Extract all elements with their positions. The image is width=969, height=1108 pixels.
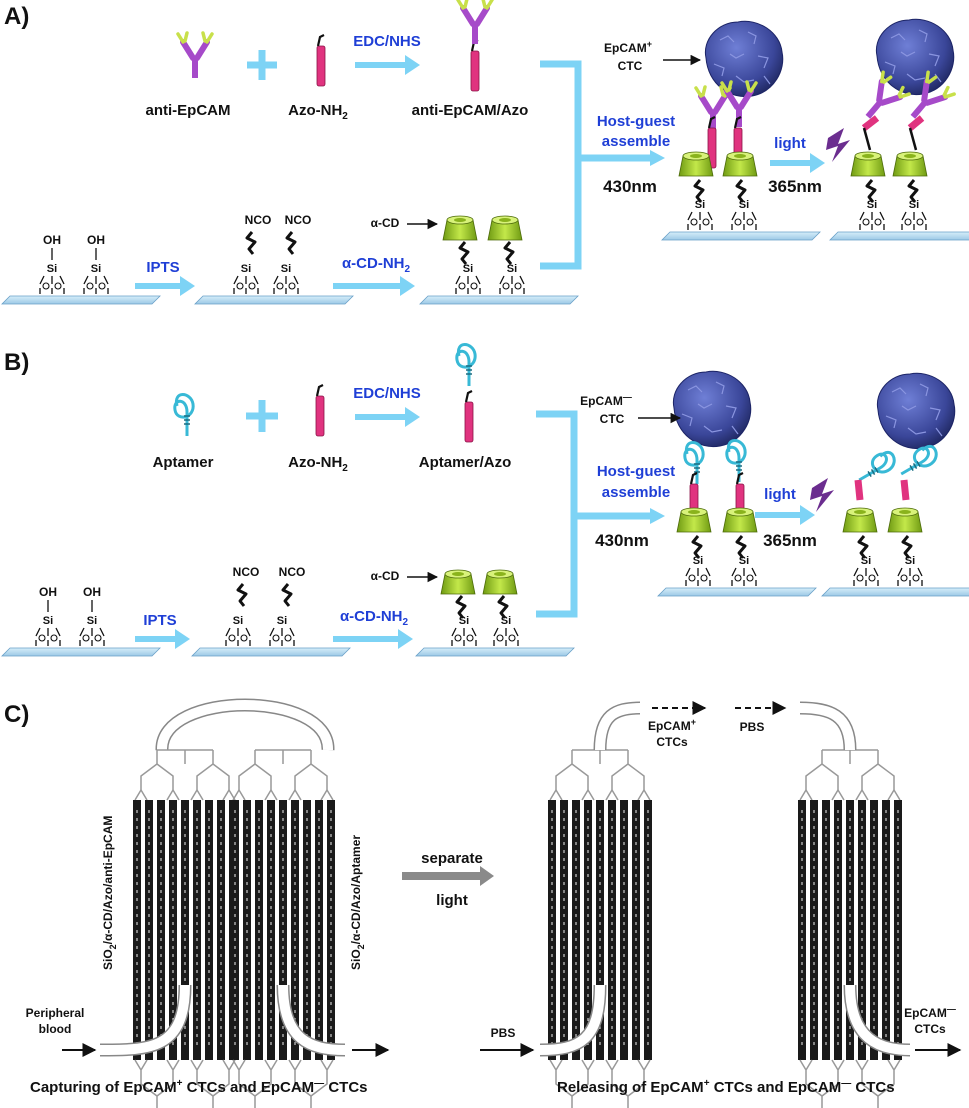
panel-c-tag: C) (4, 701, 29, 728)
cell-label: EpCAM (580, 394, 623, 408)
outlet-tube (278, 984, 346, 1055)
anti-epcam-label: anti-EpCAM (146, 102, 231, 119)
capture-chip-2 (230, 749, 336, 1108)
inlet-tube (539, 984, 605, 1055)
svg-text:EpCAM+: EpCAM+ (648, 717, 696, 733)
cd-reagent-label: α-CD-NH (340, 608, 403, 625)
release-caption: Releasing of EpCAM+ CTCs and EpCAM— CTCs (557, 1078, 895, 1096)
subscript: 2 (342, 111, 348, 122)
anti-epcam-icon (178, 33, 212, 78)
wavelength-430: 430nm (595, 531, 649, 550)
ctcs-label: CTCs (914, 1022, 946, 1036)
light-arrow (755, 505, 815, 525)
azo-nh2-icon (315, 33, 327, 88)
inlet-tube (799, 703, 855, 751)
pbs-top-label: PBS (740, 720, 765, 734)
reaction-arrow (333, 629, 413, 649)
host-guest-label: Host-guest (597, 463, 675, 480)
inlet-label: blood (39, 1022, 72, 1036)
svg-text:Azo-NH2: Azo-NH2 (288, 102, 348, 122)
panel-b: B) Aptamer Azo-NH2 EDC/NHS Aptamer/Azo O… (1, 343, 969, 657)
chip2-label: SiO (349, 949, 363, 970)
svg-text:α-CD-NH2: α-CD-NH2 (342, 255, 411, 275)
oh-label: OH (83, 585, 101, 599)
assemble-label: assemble (602, 133, 670, 150)
panel-a-tag: A) (4, 3, 29, 30)
svg-text:EpCAM—: EpCAM— (580, 392, 632, 408)
cd-reagent-label: α-CD-NH (342, 255, 405, 272)
aptamer-icon (173, 393, 195, 438)
conjugate-label: Aptamer/Azo (419, 454, 512, 471)
cd-label: α-CD (371, 216, 400, 230)
cd-label: α-CD (371, 569, 400, 583)
outlet-tube (845, 984, 911, 1055)
reaction-arrow (355, 407, 420, 427)
edc-nhs-label: EDC/NHS (353, 33, 421, 50)
azo-nh2-label: Azo-NH (288, 102, 342, 119)
reaction-arrow (135, 629, 190, 649)
svg-text:SiO2/α-CD/Azo/anti-EpCAM: SiO2/α-CD/Azo/anti-EpCAM (101, 816, 118, 970)
release-chip-2 (797, 749, 903, 1108)
inlet-label: Peripheral (26, 1006, 85, 1020)
light-label: light (436, 892, 468, 909)
ipts-label: IPTS (143, 612, 176, 629)
pbs-inlet-label: PBS (491, 1026, 516, 1040)
ctcs-label: CTCs (656, 735, 688, 749)
epcam-neg-out: EpCAM (904, 1006, 947, 1020)
reaction-arrow (355, 55, 420, 75)
separate-arrow (402, 866, 494, 886)
cell-label: EpCAM (604, 41, 647, 55)
merge-bracket (536, 410, 650, 618)
aptamer-label: Aptamer (153, 454, 214, 471)
svg-text:EpCAM—: EpCAM— (904, 1004, 956, 1020)
nco-label: NCO (233, 565, 260, 579)
oh-label: OH (43, 233, 61, 247)
outlet-tube (595, 703, 641, 751)
wavelength-365: 365nm (763, 531, 817, 550)
assemble-label: assemble (602, 484, 670, 501)
light-label: light (774, 135, 806, 152)
svg-text:α-CD-NH2: α-CD-NH2 (340, 608, 409, 628)
merge-bracket (540, 60, 650, 270)
chip1-label: SiO (101, 949, 115, 970)
oh-label: OH (87, 233, 105, 247)
panel-b-tag: B) (4, 349, 29, 376)
edc-nhs-label: EDC/NHS (353, 385, 421, 402)
svg-text:Azo-NH2: Azo-NH2 (288, 454, 348, 474)
light-label: light (764, 486, 796, 503)
conjugate-label: anti-EpCAM/Azo (412, 102, 529, 119)
epcam-pos-out: EpCAM (648, 719, 691, 733)
capture-chip-1 (132, 749, 238, 1108)
svg-text:SiO2/α-CD/Azo/Aptamer: SiO2/α-CD/Azo/Aptamer (349, 835, 366, 970)
nco-label: NCO (285, 213, 312, 227)
ctc-label: CTC (618, 59, 643, 73)
separate-label: separate (421, 850, 483, 867)
host-guest-label: Host-guest (597, 113, 675, 130)
inlet-tube (99, 984, 190, 1055)
nco-label: NCO (279, 565, 306, 579)
ctc-label: CTC (600, 412, 625, 426)
oh-label: OH (39, 585, 57, 599)
azo-nh2-label: Azo-NH (288, 454, 342, 471)
nco-label: NCO (245, 213, 272, 227)
panel-a: A) anti-EpCAM Azo-NH2 EDC/NHS anti-EpCAM… (1, 0, 969, 305)
ipts-label: IPTS (146, 259, 179, 276)
wavelength-365: 365nm (768, 177, 822, 196)
reaction-arrow (135, 276, 195, 296)
panel-c: C) Peripheral blood SiO2/α-CD/Azo/anti-E… (4, 698, 962, 1108)
reaction-arrow (333, 276, 415, 296)
wavelength-430: 430nm (603, 177, 657, 196)
capture-caption: Capturing of EpCAM+ CTCs and EpCAM— CTCs (30, 1078, 368, 1096)
plus-icon (247, 50, 277, 80)
plus-icon (246, 400, 278, 432)
light-arrow (770, 153, 825, 173)
connecting-tube (156, 700, 334, 751)
svg-text:EpCAM+: EpCAM+ (604, 39, 652, 55)
